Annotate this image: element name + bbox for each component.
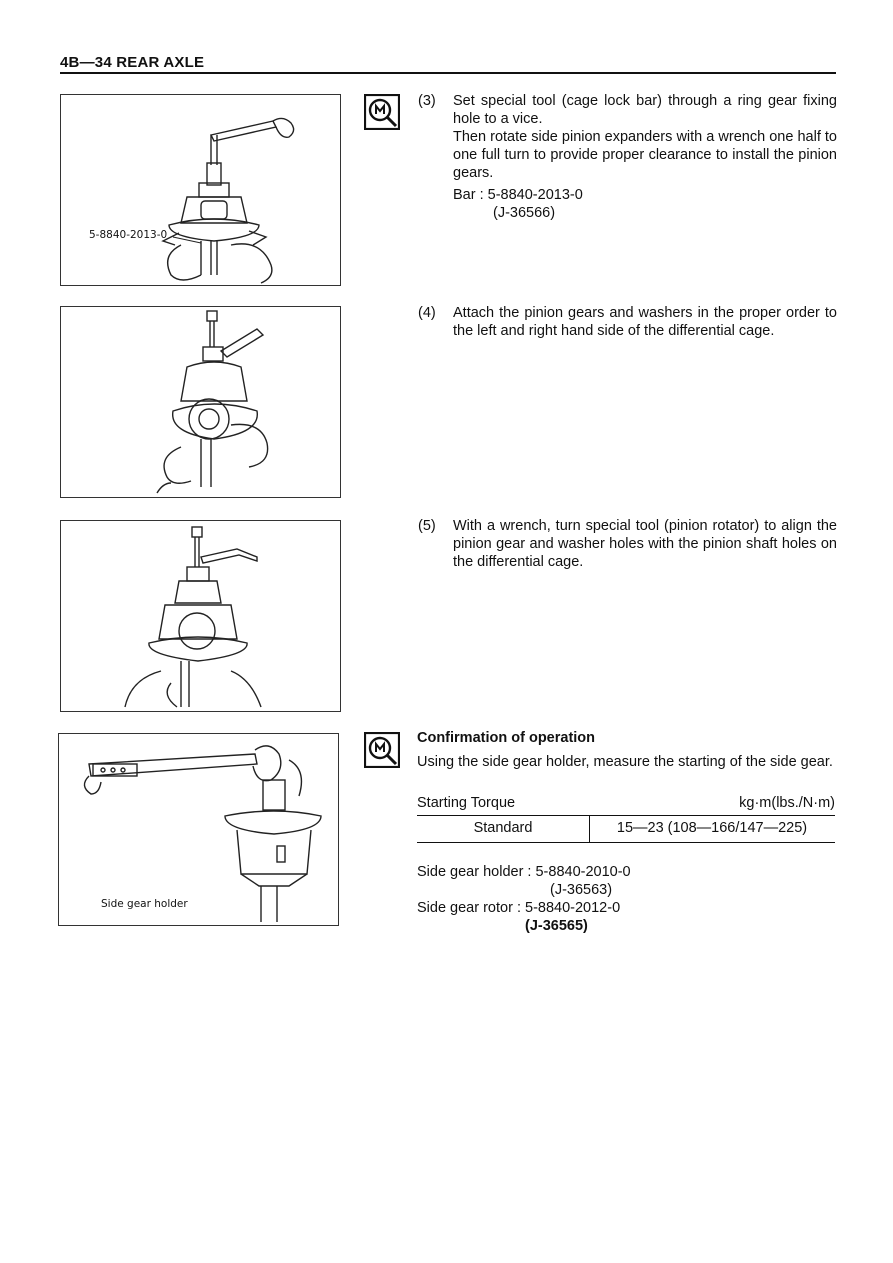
table-divider bbox=[589, 816, 590, 842]
illustration-cage-lock-bar bbox=[161, 117, 295, 284]
tool-alt-number: (J-36563) bbox=[550, 882, 613, 898]
header-rule bbox=[60, 72, 836, 74]
table-unit: kg·m(lbs./N·m) bbox=[739, 795, 835, 811]
table-header: Starting Torque kg·m(lbs./N·m) bbox=[417, 795, 835, 816]
table-row: Standard 15—23 (108—166/147—225) bbox=[417, 816, 835, 843]
page-header: 4B—34 REAR AXLE bbox=[60, 54, 205, 71]
figure-pinion-rotator bbox=[60, 520, 341, 712]
callout-leader-line bbox=[172, 236, 202, 244]
confirmation-title: Confirmation of operation bbox=[417, 730, 596, 746]
confirmation-text: Using the side gear holder, measure the … bbox=[417, 754, 833, 770]
figure-side-gear-holder: Side gear holder bbox=[58, 733, 339, 926]
step-text: Attach the pinion gears and washers in t… bbox=[453, 305, 837, 339]
figure-attach-pinion-gears bbox=[60, 306, 341, 498]
step-number: (3) bbox=[418, 93, 436, 109]
figure-cage-lock-bar: 5-8840-2013-0 bbox=[60, 94, 341, 286]
row-label: Standard bbox=[473, 820, 533, 836]
tool-label: Bar : 5-8840-2013-0 bbox=[453, 187, 583, 203]
measure-icon bbox=[364, 732, 400, 768]
figure-callout: Side gear holder bbox=[101, 898, 188, 910]
illustration-attach-pinion-gears bbox=[156, 310, 269, 494]
tool-alt-number: (J-36566) bbox=[493, 205, 556, 221]
table-title: Starting Torque bbox=[417, 795, 516, 811]
tool-spec-list: Side gear holder : 5-8840-2010-0 (J-3656… bbox=[417, 863, 631, 935]
tool-label: Side gear holder : 5-8840-2010-0 bbox=[417, 864, 631, 880]
tool-label: Side gear rotor : 5-8840-2012-0 bbox=[417, 900, 621, 916]
step-text: Set special tool (cage lock bar) through… bbox=[453, 93, 837, 127]
measure-icon bbox=[364, 94, 400, 130]
tool-spec-bar: Bar : 5-8840-2013-0 (J-36566) bbox=[453, 186, 583, 222]
step-text: With a wrench, turn special tool (pinion… bbox=[453, 518, 837, 570]
starting-torque-table: Starting Torque kg·m(lbs./N·m) Standard … bbox=[417, 795, 835, 843]
step-number: (5) bbox=[418, 518, 436, 534]
step-number: (4) bbox=[418, 305, 436, 321]
figure-callout: 5-8840-2013-0 bbox=[89, 229, 168, 241]
illustration-side-gear-holder bbox=[83, 745, 322, 922]
tool-alt-number: (J-36565) bbox=[525, 918, 588, 934]
step-text: Then rotate side pinion expanders with a… bbox=[453, 129, 837, 181]
row-value: 15—23 (108—166/147—225) bbox=[616, 820, 808, 836]
illustration-pinion-rotator bbox=[124, 526, 262, 708]
